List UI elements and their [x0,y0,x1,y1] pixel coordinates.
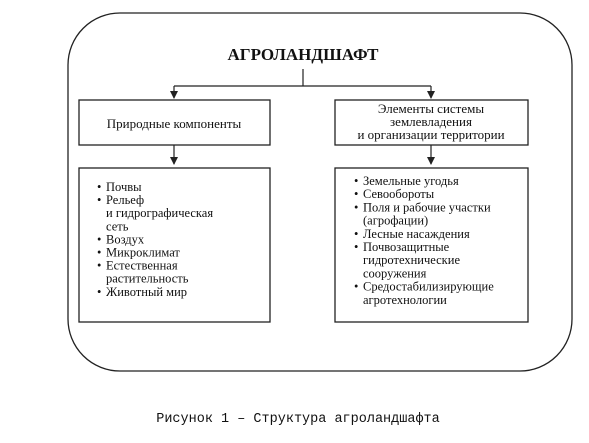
natural-components-box [78,99,271,146]
list-bullet: • [97,285,101,299]
list-bullet: • [354,200,358,214]
list-bullet: • [354,174,358,188]
list-item: Рельеф [106,193,144,207]
diagram-title: АГРОЛАНДШАФТ [227,45,379,64]
list-bullet: • [97,246,101,260]
natural-components-label: Природные компоненты [107,116,242,131]
list-item: Естественная [106,259,178,273]
list-item: агротехнологии [363,293,447,307]
list-item: Воздух [106,232,145,246]
list-item: сооружения [363,266,427,280]
list-item: Севообороты [363,187,435,201]
land-organization-label-line: Элементы системы [378,101,484,116]
title-connector [170,69,435,99]
list-item: Животный мир [106,285,187,299]
list-bullet: • [97,180,101,194]
list-item: Микроклимат [106,246,180,260]
list-item: Поля и рабочие участки [363,200,491,214]
list-item: растительность [106,272,189,286]
list-item: Средостабилизирующие [363,280,494,294]
list-bullet: • [97,259,101,273]
list-item: Лесные насаждения [363,227,470,241]
header-to-list-connectors [170,145,435,165]
list-bullet: • [354,227,358,241]
list-item: (агрофации) [363,214,428,228]
list-bullet: • [354,240,358,254]
land-organization-list-box [334,167,529,323]
list-item: гидротехнические [363,253,460,267]
list-item: Почвозащитные [363,240,450,254]
natural-components-list-box [78,167,271,323]
land-organization-list: • Земельные угодья • Севообороты • Поля и раб… [354,174,494,307]
land-organization-label-line: и организации территории [357,127,504,142]
list-item: и гидрографическая [106,206,213,220]
list-bullet: • [97,193,101,207]
list-bullet: • [354,187,358,201]
list-item: Почвы [106,180,142,194]
list-bullet: • [97,232,101,246]
figure-caption: Рисунок 1 – Структура агроландшафта [156,412,440,427]
land-organization-label-line: землевладения [390,114,472,129]
outer-frame [67,12,573,372]
list-item: Земельные угодья [363,174,459,188]
list-bullet: • [354,280,358,294]
list-item: сеть [106,219,129,233]
